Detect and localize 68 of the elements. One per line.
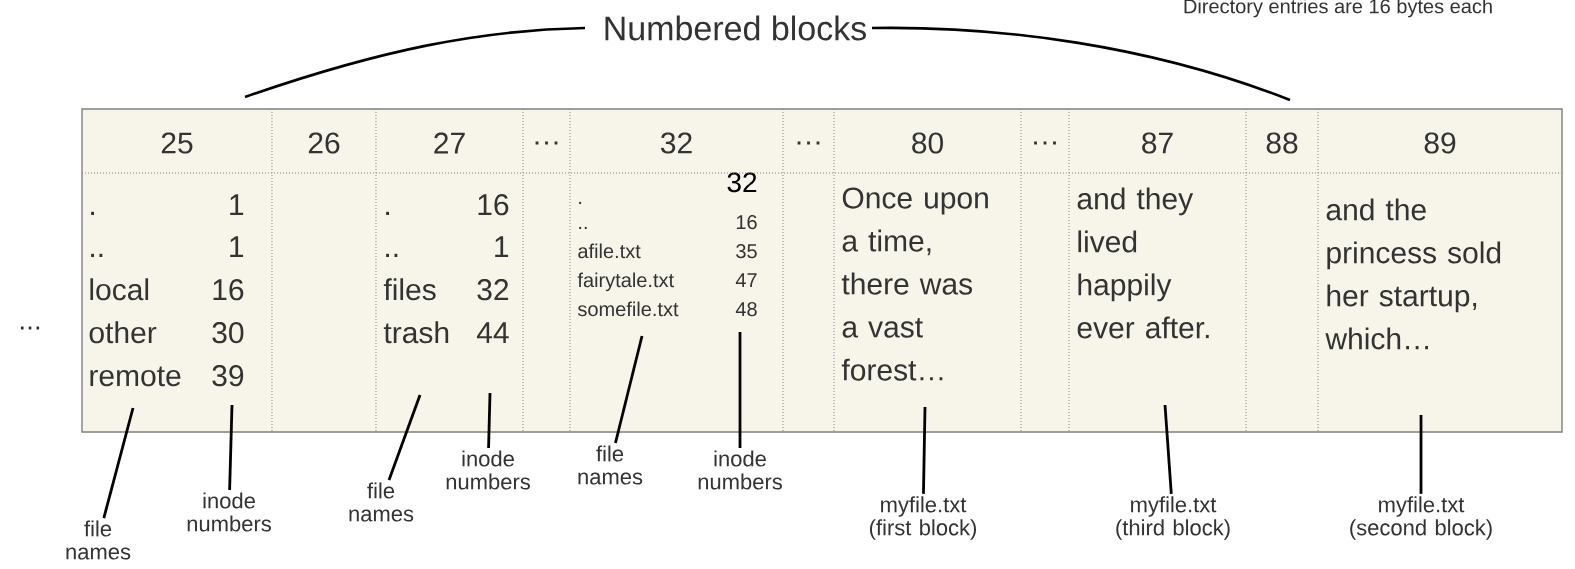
leader-line: [487, 392, 492, 449]
node-label: Once upon a time, there was a vast forest…: [841, 187, 988, 381]
node-label: files: [383, 278, 436, 301]
node-label: 1: [230, 194, 244, 216]
node-label: 44: [476, 322, 509, 344]
disk-block: 26: [272, 109, 377, 433]
node-label: 89: [1424, 132, 1456, 154]
node-label: .: [91, 211, 94, 216]
node-label: 16: [213, 279, 244, 301]
node-label: 25: [161, 132, 193, 154]
node-label: 47: [735, 273, 757, 288]
node-label: remote: [90, 366, 181, 387]
leader-line: [102, 407, 135, 519]
node-label: 32: [727, 172, 757, 193]
node-label: 30: [212, 322, 244, 344]
callout-label: file names: [66, 520, 131, 560]
node-label: 16: [736, 215, 757, 230]
node-label: ..: [579, 226, 587, 230]
node-label: fairytale.txt: [577, 272, 674, 292]
leader-line: [922, 407, 927, 494]
bracket-label: Numbered blocks: [598, 11, 872, 45]
disk-block: 88: [1246, 109, 1319, 433]
leader-line: [1163, 404, 1173, 494]
callout-label: myfile.txt (first block): [869, 496, 976, 540]
node-label: 39: [212, 365, 244, 387]
node-label: 26: [308, 132, 340, 154]
node-label: 80: [912, 132, 943, 154]
ellipsis-text: ...: [14, 322, 46, 334]
node-label: trash: [383, 321, 449, 344]
leader-line: [614, 335, 644, 444]
node-label: 27: [434, 132, 465, 154]
node-label: 87: [1142, 132, 1173, 154]
node-label: local: [90, 278, 149, 301]
callout-label: myfile.txt (third block): [1116, 496, 1230, 540]
disk-block: …: [1021, 109, 1070, 433]
node-label: ..: [386, 253, 398, 258]
disk-block: …: [783, 109, 835, 433]
node-label: .: [386, 211, 389, 216]
leader-line: [228, 404, 234, 491]
callout-label: inode numbers: [698, 450, 782, 490]
node-label: .: [579, 201, 582, 205]
callout-label: inode numbers: [446, 450, 530, 490]
leader-line: [387, 394, 422, 481]
node-label: …: [1034, 141, 1056, 145]
node-label: afile.txt: [578, 243, 641, 259]
node-label: other: [89, 321, 157, 344]
node-label: …: [535, 141, 558, 145]
node-label: 32: [660, 132, 692, 154]
leader-line: [1419, 415, 1423, 494]
node-label: 1: [495, 236, 509, 258]
callout-label: file names: [349, 482, 414, 522]
node-label: 16: [478, 194, 509, 216]
node-label: 48: [735, 302, 757, 317]
leader-line: [738, 332, 742, 449]
node-label: …: [797, 141, 820, 145]
node-label: 32: [477, 279, 509, 301]
node-label: ..: [91, 253, 103, 258]
callout-label: inode numbers: [187, 492, 271, 532]
node-label: somefile.txt: [577, 301, 679, 317]
callout-label: myfile.txt (second block): [1350, 496, 1492, 540]
disk-block: …: [523, 109, 571, 433]
node-label: 1: [230, 236, 244, 258]
node-label: 88: [1266, 132, 1298, 154]
node-label: and they lived happily ever after.: [1077, 187, 1209, 339]
node-label: and the princess sold her startup, which…: [1325, 198, 1501, 350]
disk-block: 25 . 1 .. 1 local 16 other 30 remote 39: [82, 109, 273, 433]
node-label: 35: [736, 244, 757, 259]
callout-label: file names: [578, 445, 643, 485]
